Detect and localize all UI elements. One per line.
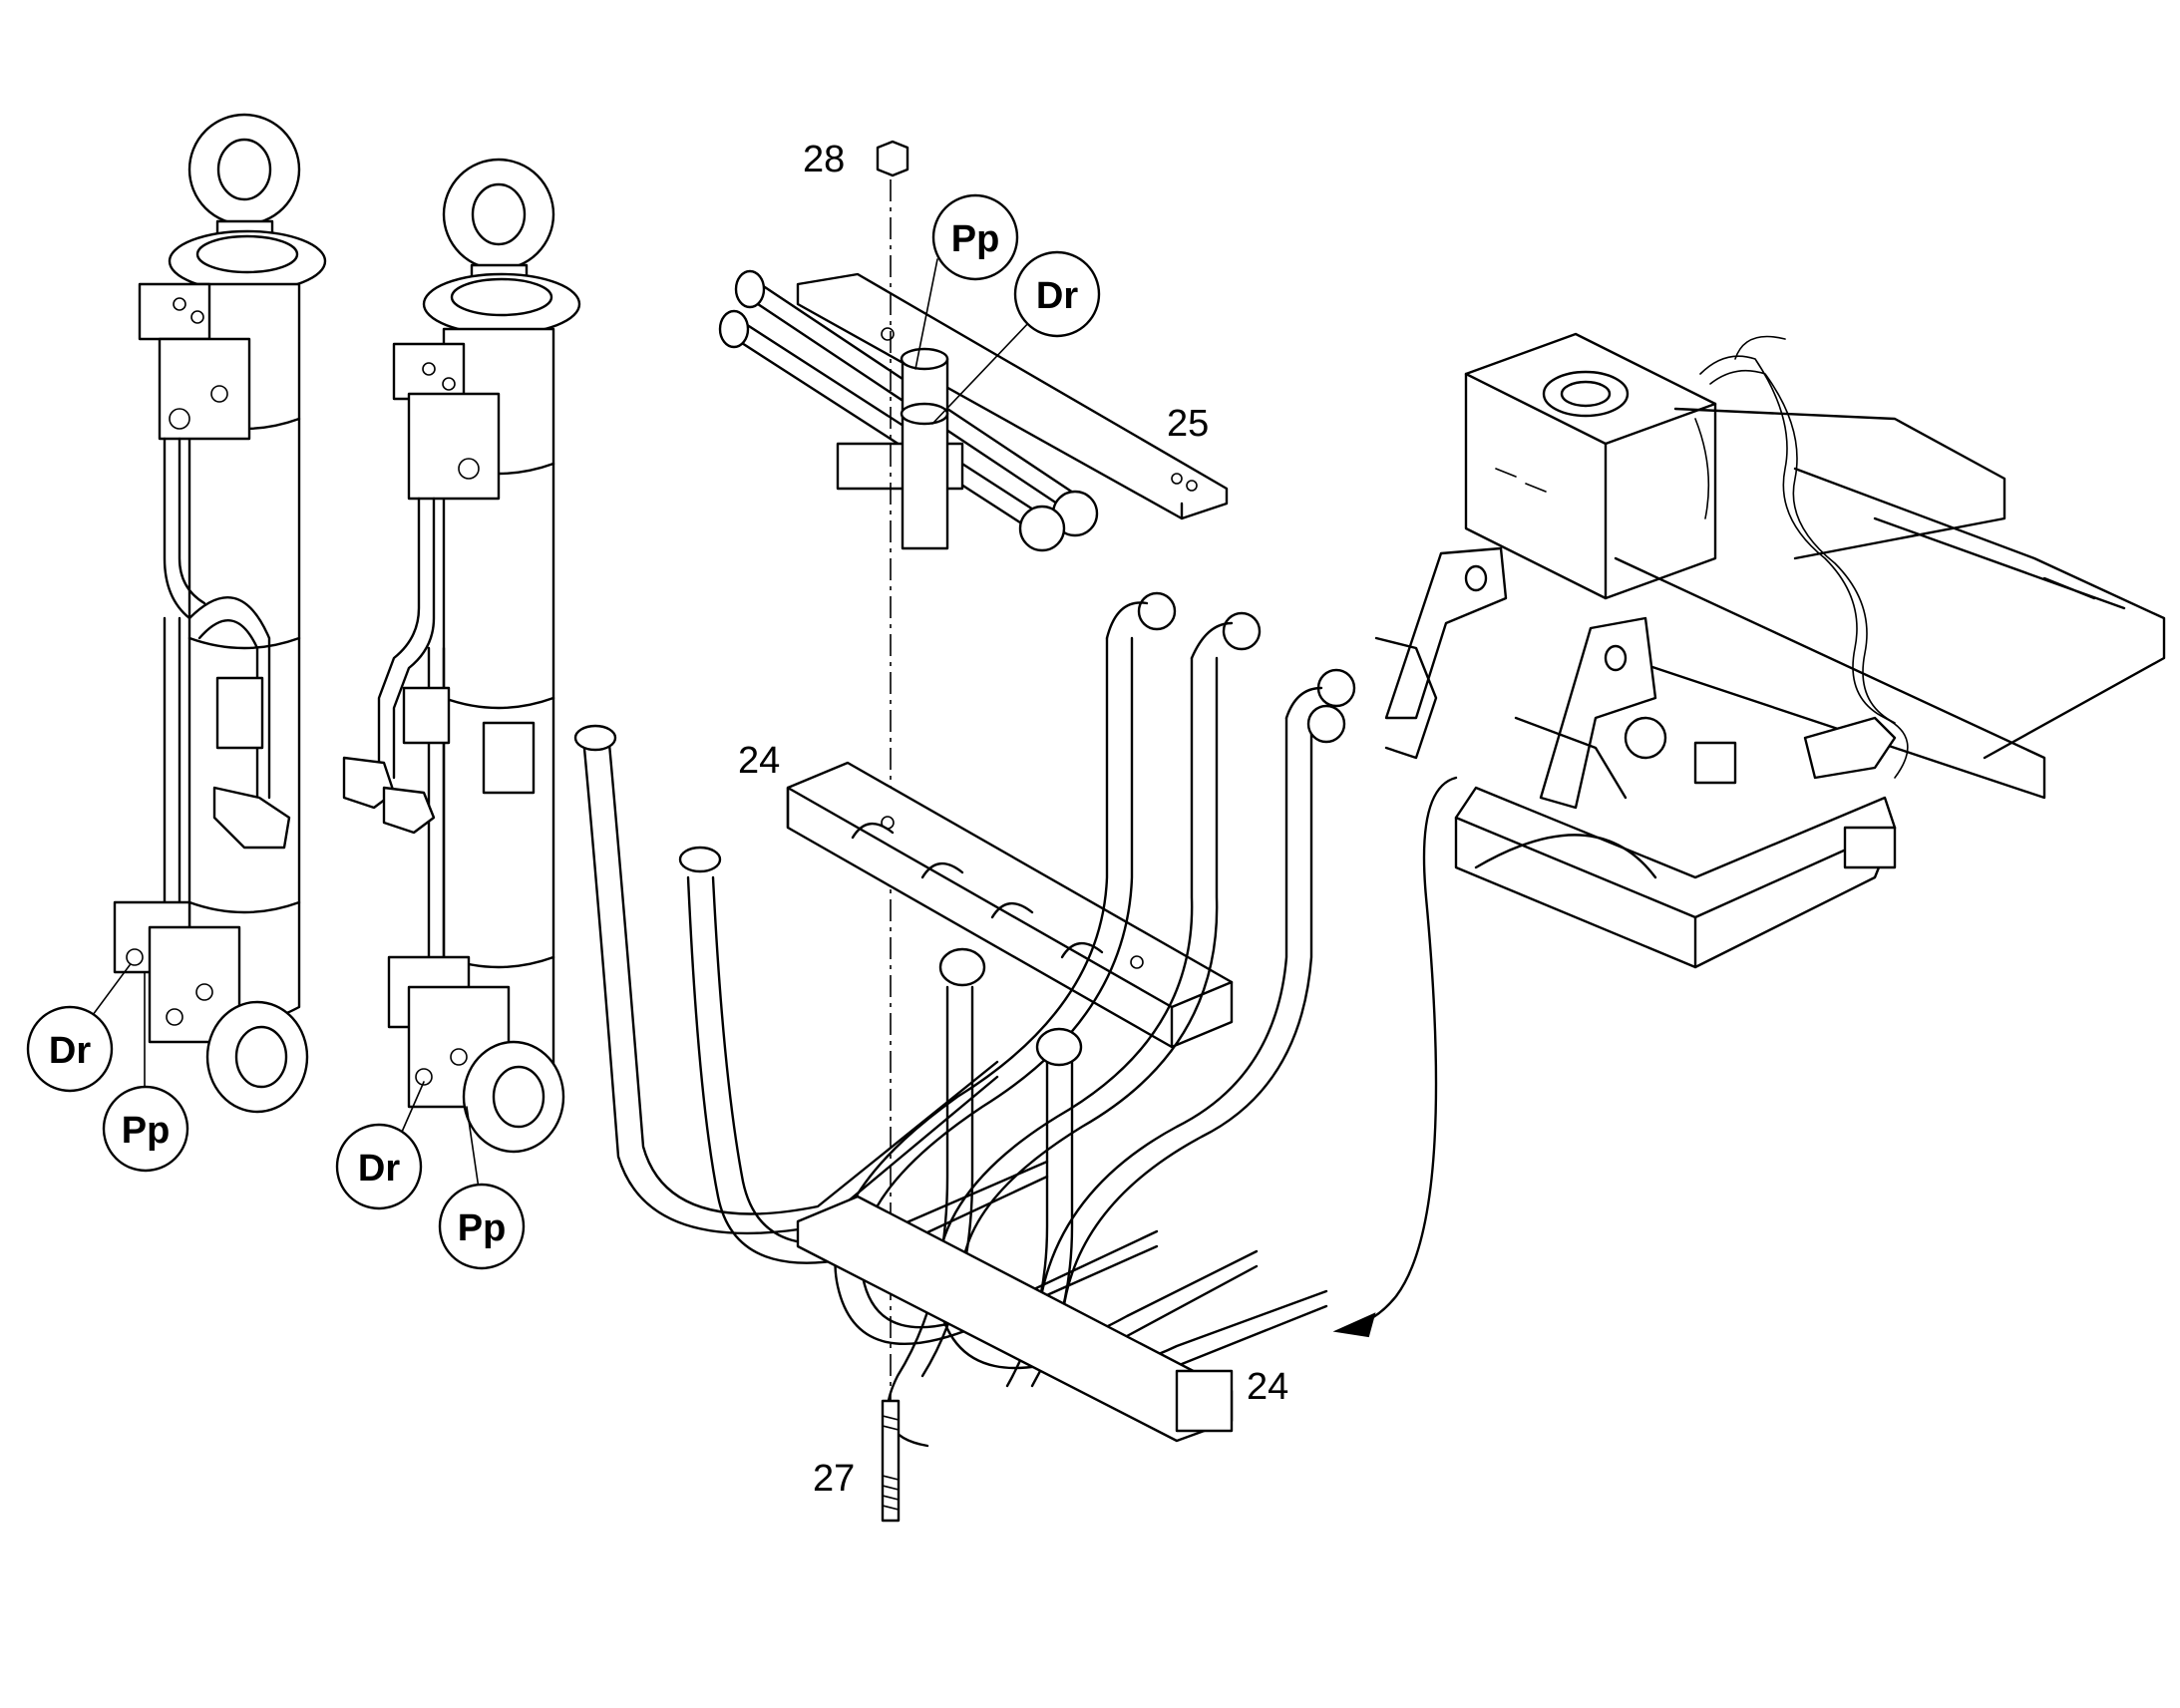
nut [876,140,909,177]
port-label-pp-left-1: Pp [102,971,189,1173]
svg-text:Pp: Pp [122,1110,171,1152]
svg-text:Dr: Dr [49,1030,91,1072]
port-label-dr-top: Dr [931,250,1101,425]
port-label-dr-left-1: Dr [26,964,131,1093]
port-label-pp-left-2: Pp [438,1106,526,1270]
callout-24-bottom: 24 [1247,1366,1288,1408]
callout-27: 27 [813,1458,855,1500]
callout-24-top: 24 [738,740,780,782]
hydraulic-cylinder-right [342,158,581,1154]
svg-text:Dr: Dr [1036,275,1078,317]
excavator-upper-frame [1374,332,2166,969]
connection-arrow [1332,776,1458,1338]
hydraulic-cylinder-left [113,113,327,1114]
callout-28: 28 [803,139,845,180]
hose-clamp-top [786,761,1234,1049]
pipe-bracket-assembly [718,269,1229,552]
port-label-pp-top: Pp [914,193,1019,370]
svg-text:Dr: Dr [358,1148,400,1190]
svg-text:Pp: Pp [458,1207,507,1249]
stud-bolt [881,1399,901,1523]
hose-clamp-bottom [796,1195,1234,1443]
callout-25: 25 [1167,403,1209,445]
hydraulic-hoses [573,591,1356,1448]
port-label-dr-left-2: Dr [335,1081,425,1210]
svg-text:Pp: Pp [951,218,1000,260]
